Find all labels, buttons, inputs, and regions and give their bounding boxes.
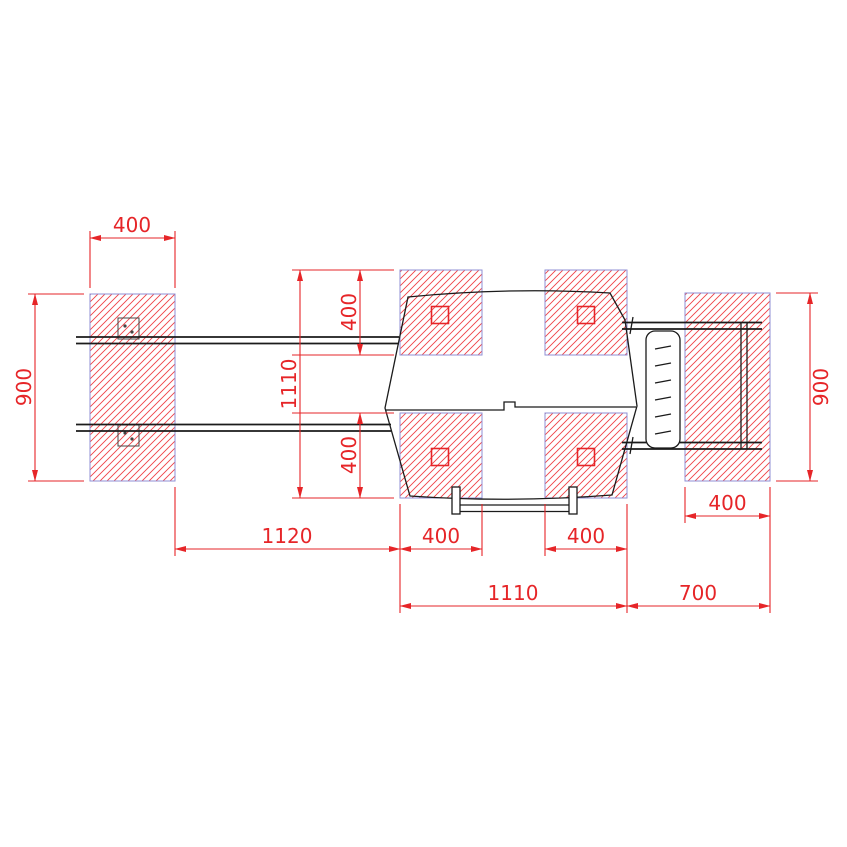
conveyor-track bbox=[645, 330, 681, 449]
pad-front-left bbox=[399, 269, 483, 356]
dim-top-pad-depth: 400 bbox=[337, 269, 363, 356]
right-foundation-block bbox=[684, 292, 771, 482]
outrigger-pads bbox=[399, 269, 628, 499]
rail-rear-right bbox=[622, 441, 762, 450]
dim-label-left-block-to-pads: 1120 bbox=[262, 524, 313, 548]
dim-right-block-width: 400 bbox=[684, 491, 771, 519]
dim-left-block-width: 400 bbox=[89, 213, 176, 241]
dim-label-left-block-height: 900 bbox=[12, 368, 36, 406]
ext-left-block-left bbox=[28, 293, 84, 482]
dim-label-pads-to-right-block: 700 bbox=[679, 581, 717, 605]
anchor-bolt-dot bbox=[123, 431, 127, 435]
dim-left-pad-width: 400 bbox=[399, 524, 483, 552]
bumper-end-right bbox=[568, 486, 578, 515]
anchor-bolt-dot bbox=[123, 324, 127, 328]
rail-front-right bbox=[622, 321, 762, 330]
anchor-bolt-dot bbox=[130, 437, 134, 441]
pad-front-right bbox=[544, 269, 628, 356]
dim-label-right-block-height: 900 bbox=[809, 368, 833, 406]
pad-rear-left-marker bbox=[430, 447, 450, 467]
pad-rear-left bbox=[399, 412, 483, 499]
pad-front-right-marker bbox=[576, 305, 596, 325]
dim-left-block-height: 900 bbox=[12, 293, 38, 482]
dim-label-left-block-width: 400 bbox=[113, 213, 151, 237]
pad-rear-right bbox=[544, 412, 628, 499]
bumper-bar bbox=[459, 504, 570, 513]
rail-hinge-marks bbox=[629, 316, 634, 455]
anchor-bolt-dot bbox=[130, 330, 134, 334]
dim-pads-extent: 1110 bbox=[399, 581, 628, 609]
rail-rear-left bbox=[76, 423, 391, 432]
right-rails bbox=[622, 316, 762, 455]
dim-pad-rows-extent: 1110 bbox=[277, 269, 303, 499]
dim-label-left-pad-width: 400 bbox=[422, 524, 460, 548]
dim-label-pads-extent: 1110 bbox=[488, 581, 539, 605]
left-foundation-slab bbox=[89, 293, 176, 482]
dim-label-right-pad-width: 400 bbox=[567, 524, 605, 548]
left-rails bbox=[76, 336, 399, 432]
conveyor-track-rungs bbox=[654, 345, 672, 435]
ext-left-block-top bbox=[89, 231, 176, 288]
dim-label-right-block-width: 400 bbox=[708, 491, 746, 515]
anchor-plate-top bbox=[117, 317, 140, 340]
dim-label-bottom-pad-depth: 400 bbox=[337, 436, 361, 474]
ext-pad-rows bbox=[292, 269, 394, 499]
pad-rear-right-marker bbox=[576, 447, 596, 467]
dim-right-block-height: 900 bbox=[807, 292, 833, 482]
dim-right-pad-width: 400 bbox=[544, 524, 628, 552]
dim-label-pad-rows-extent: 1110 bbox=[277, 359, 301, 410]
right-rail-cross-member bbox=[740, 322, 748, 449]
conveyor-track-frame bbox=[645, 330, 681, 449]
left-foundation-block bbox=[89, 293, 176, 482]
dim-bottom-pad-depth: 400 bbox=[337, 412, 363, 499]
pad-front-left-marker bbox=[430, 305, 450, 325]
ext-bottom-row bbox=[174, 487, 628, 613]
dim-extension-lines bbox=[28, 231, 818, 613]
dim-left-block-to-pads: 1120 bbox=[174, 524, 401, 552]
rail-front-left bbox=[76, 336, 399, 345]
rear-bumper bbox=[451, 486, 578, 515]
right-foundation-slab bbox=[684, 292, 771, 482]
bumper-end-left bbox=[451, 486, 461, 515]
dim-label-top-pad-depth: 400 bbox=[337, 293, 361, 331]
dim-pads-to-right-block: 700 bbox=[626, 581, 771, 609]
machine-centerline-step bbox=[386, 401, 636, 411]
